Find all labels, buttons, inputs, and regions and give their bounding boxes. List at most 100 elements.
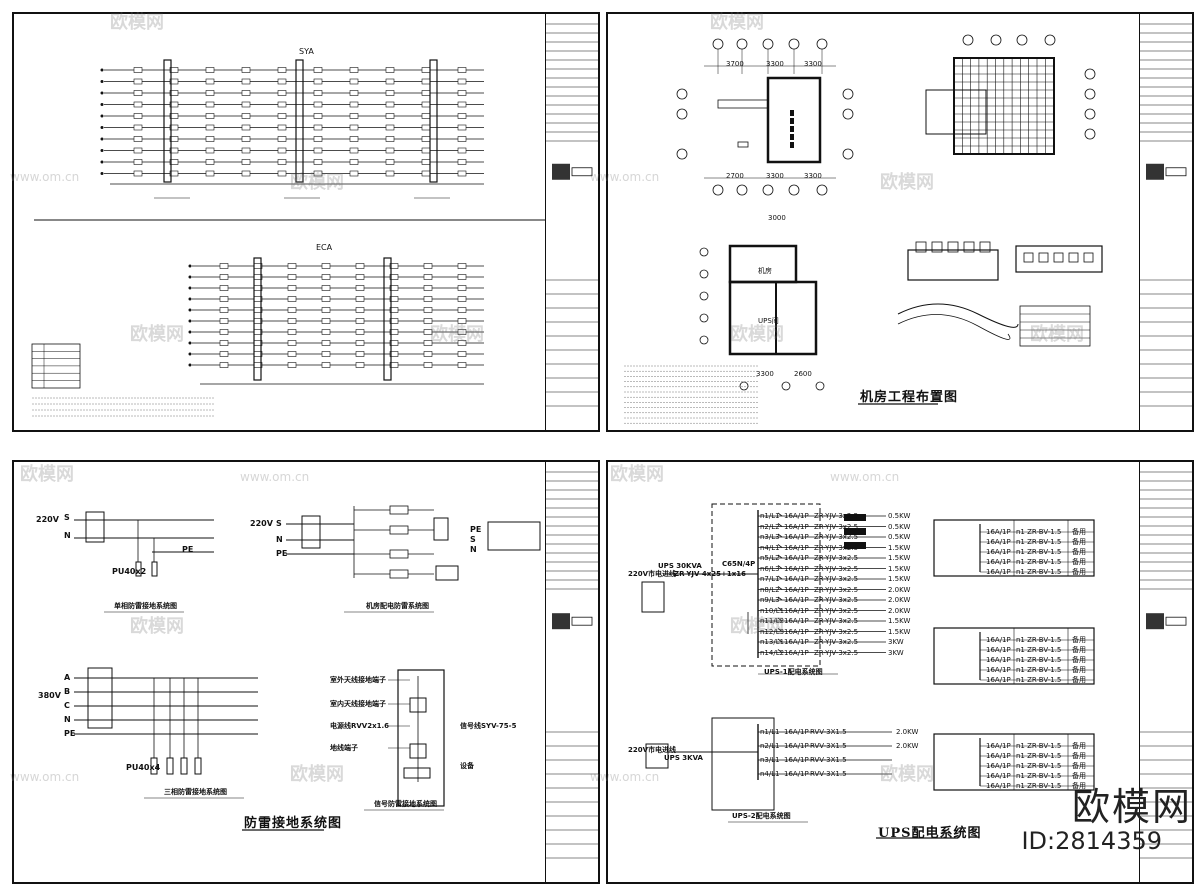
outlet	[169, 136, 179, 142]
equipment-box	[435, 565, 459, 581]
outlet	[423, 263, 433, 269]
panel2-enclosure	[711, 717, 775, 811]
signal-item-1: 室外天线接地端子	[330, 676, 386, 684]
panel1-breaker: C65N/4P	[722, 560, 756, 568]
dim-bottom-1: 2700	[726, 172, 744, 180]
wiring-diagram	[31, 23, 598, 417]
circuit-load: 2.0KW	[896, 742, 919, 750]
circuit-cable: ZR-YJV-3x2.5	[814, 648, 859, 657]
outlet	[219, 307, 229, 313]
subpanel-tag: 备用	[1072, 742, 1086, 750]
outlet	[277, 90, 287, 96]
outlet	[457, 147, 467, 154]
outlet	[241, 67, 251, 73]
circuit-breaker: 16A/1P	[784, 756, 809, 764]
outlet	[205, 124, 215, 131]
breaker-symbol	[777, 523, 783, 527]
axis-bubble	[1084, 68, 1096, 80]
circuit-id: n2/L2	[760, 522, 780, 531]
sheet-bottom-right: 220V市电进线 UPS 30KVA ZR-YJV-4x25+1x16 C65N…	[606, 460, 1194, 884]
outlet	[133, 90, 143, 96]
axis-bubble	[842, 108, 854, 120]
room-wall	[766, 76, 822, 164]
floor-plan	[624, 23, 1192, 424]
circuit-id: n5/L2	[760, 554, 780, 562]
circuit-load: 1.5KW	[888, 564, 911, 573]
outlet	[457, 329, 467, 335]
subpanel-tag: 备用	[1072, 772, 1086, 780]
outlet	[169, 147, 179, 154]
title-block-logo	[1146, 163, 1164, 180]
title-block-stamp	[571, 167, 593, 177]
terminal-dot	[188, 319, 192, 323]
subpanel-breaker: 16A/1P	[986, 666, 1011, 674]
outlet	[287, 362, 297, 368]
arrester	[409, 697, 427, 713]
outlet	[205, 113, 215, 119]
outlet	[457, 101, 467, 108]
outlet	[355, 329, 365, 335]
breaker-symbol	[777, 628, 783, 632]
outlet	[421, 159, 431, 165]
signal-item-6: 设备	[460, 762, 474, 770]
module	[389, 569, 409, 579]
title-block-logo	[552, 163, 570, 180]
outlet	[219, 318, 229, 324]
surge-protector	[85, 511, 105, 543]
subpanel-breaker: 16A/1P	[986, 762, 1011, 770]
outlet	[321, 285, 331, 291]
outlet	[241, 113, 251, 119]
outlet	[355, 340, 365, 346]
circuit-cable: RVV-3X1.5	[810, 770, 847, 778]
axis-bubble	[762, 38, 774, 50]
circuit-cable: RVV-3X1.5	[810, 728, 847, 736]
outlet	[277, 147, 287, 154]
circuit-breaker: 16A/1P	[784, 512, 809, 520]
axis-bubble	[842, 148, 854, 160]
axis-bubble	[842, 88, 854, 100]
axis-bubble	[815, 381, 825, 391]
circuit-breaker: 16A/1P	[784, 627, 809, 636]
subpanel-tag: 备用	[1072, 528, 1086, 536]
outlet	[219, 351, 229, 357]
outlet	[277, 136, 287, 142]
breaker-symbol	[777, 565, 783, 569]
outlet	[389, 263, 399, 269]
panel1-enclosure	[711, 503, 821, 667]
circuit-load: 2.0KW	[896, 728, 919, 736]
single-phase-s: S	[64, 513, 70, 522]
outlet	[389, 274, 399, 280]
outlet	[169, 124, 179, 131]
subpanel-cable: n1 ZR-BV-1.5	[1016, 646, 1062, 654]
outlet	[313, 136, 323, 142]
outlet	[389, 285, 399, 291]
lower-diagram-label: ECA	[316, 243, 333, 252]
panel1-source: 220V市电进线	[628, 570, 677, 578]
outlet	[457, 170, 467, 177]
circuit-id: n9/L3	[760, 596, 780, 604]
sheet-title: UPS配电系统图	[878, 826, 982, 841]
outlet	[355, 362, 365, 368]
outlet	[355, 318, 365, 324]
network-voltage: 220V	[250, 519, 273, 528]
outlet	[241, 136, 251, 142]
subpanel-tag: 备用	[1072, 646, 1086, 654]
title-block	[545, 14, 598, 430]
subpanel-cable: n1 ZR-BV-1.5	[1016, 782, 1062, 790]
circuit-breaker: 16A/1P	[784, 554, 809, 562]
outlet	[349, 101, 359, 108]
equipment-box	[487, 521, 541, 551]
subpanel-cable: n1 ZR-BV-1.5	[1016, 538, 1062, 546]
terminal-dot	[100, 103, 104, 106]
subpanel-tag: 备用	[1072, 676, 1086, 684]
circuit-id: n3/L3	[760, 533, 780, 541]
outlet	[133, 124, 143, 131]
circuit-id: n1/L1	[760, 512, 780, 520]
outlet	[205, 147, 215, 154]
outlet	[287, 340, 297, 346]
outlet	[457, 113, 467, 119]
subpanel-tag: 备用	[1072, 568, 1086, 576]
subpanel-breaker: 16A/1P	[986, 772, 1011, 780]
outlet	[133, 147, 143, 154]
dim-top-2: 3300	[766, 60, 784, 68]
